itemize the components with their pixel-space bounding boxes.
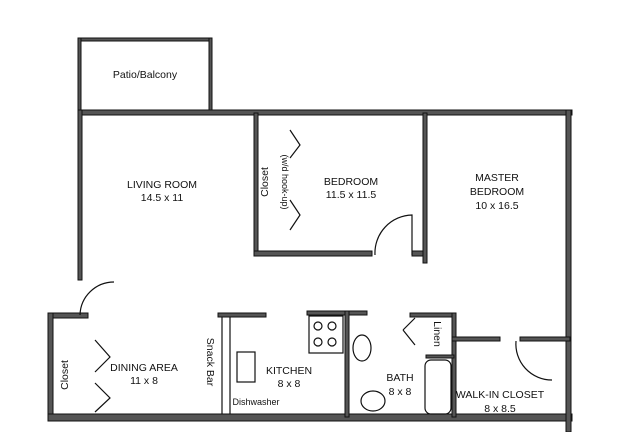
walk-in-closet-label: WALK-IN CLOSET	[456, 389, 545, 401]
bath-label: BATH	[386, 372, 413, 384]
snack-bar-label: Snack Bar	[204, 338, 216, 387]
dining-size: 11 x 8	[130, 375, 158, 387]
bath-size: 8 x 8	[389, 386, 412, 398]
patio-label: Patio/Balcony	[113, 69, 178, 81]
master-label-1: MASTER	[475, 172, 519, 184]
living-room-size: 14.5 x 11	[141, 192, 184, 204]
living-room-label: LIVING ROOM	[127, 179, 197, 191]
bedroom-size: 11.5 x 11.5	[326, 189, 377, 201]
walls	[47, 37, 573, 432]
bedroom-closet-label: Closet	[259, 167, 271, 197]
dining-label: DINING AREA	[110, 362, 178, 374]
master-size: 10 x 16.5	[475, 200, 518, 212]
linen-label: Linen	[431, 321, 443, 347]
dining-closet-label: Closet	[59, 360, 71, 390]
master-label-2: BEDROOM	[470, 186, 524, 198]
bedroom-label: BEDROOM	[324, 176, 378, 188]
fixtures	[79, 129, 553, 415]
walk-in-closet-size: 8 x 8.5	[484, 403, 516, 415]
bedroom-closet-note: (w/d hook-up)	[280, 154, 290, 209]
kitchen-label: KITCHEN	[266, 365, 312, 377]
kitchen-size: 8 x 8	[278, 378, 301, 390]
dishwasher-label: Dishwasher	[232, 397, 279, 407]
